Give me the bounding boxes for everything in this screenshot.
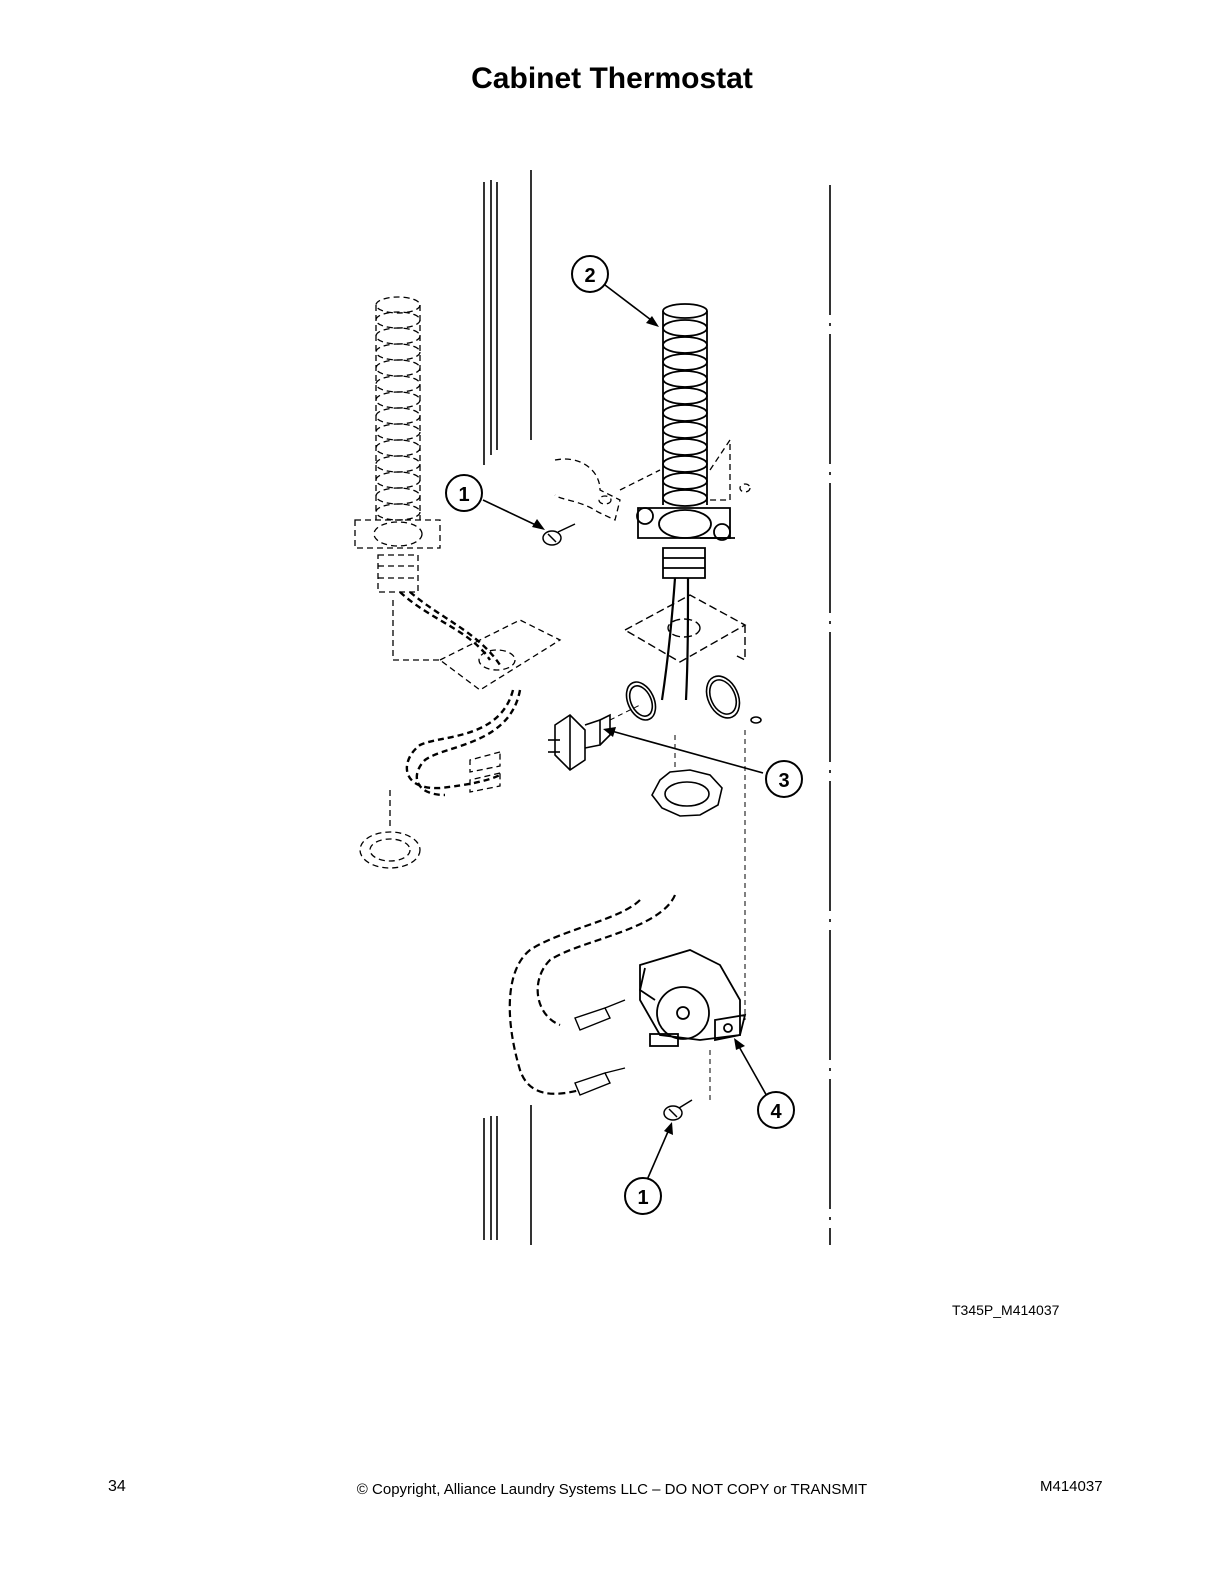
lock-nut: [651, 769, 723, 817]
screw-upper: [542, 523, 576, 546]
gaskets: [625, 675, 762, 724]
callout-item-1-lower: 1: [624, 1177, 662, 1215]
copyright-notice: © Copyright, Alliance Laundry Systems LL…: [356, 1481, 868, 1498]
ghost-thermostat-assembly: [354, 296, 562, 869]
svg-text:1: 1: [458, 484, 469, 506]
callout-item-4: 4: [757, 1091, 795, 1129]
document-number: M414037: [1040, 1478, 1103, 1495]
screw-lower: [663, 1099, 693, 1121]
assembly-guide-lines: [609, 704, 746, 1100]
svg-text:3: 3: [778, 770, 789, 792]
mounting-clip: [554, 437, 751, 521]
page-title: Cabinet Thermostat: [471, 62, 753, 95]
switch-wires: [508, 894, 677, 1095]
svg-text:4: 4: [770, 1101, 782, 1123]
thermostat-switch: [638, 949, 747, 1047]
figure-id: T345P_M414037: [952, 1302, 1060, 1318]
exploded-parts-diagram: 1 2 3 4 1: [354, 170, 831, 1245]
callout-leaders: [482, 284, 769, 1181]
svg-text:2: 2: [584, 265, 595, 287]
wire-terminals: [574, 999, 626, 1096]
sensor-tube: [636, 303, 735, 701]
callout-item-1-upper: 1: [445, 474, 483, 512]
bracket-plate: [623, 594, 747, 663]
callout-item-2: 2: [571, 255, 609, 293]
page-number: 34: [108, 1478, 126, 1495]
cabinet-frame-lines: [483, 170, 831, 1245]
svg-text:1: 1: [637, 1187, 648, 1209]
callout-item-3: 3: [765, 760, 803, 798]
plug-connector: [548, 713, 611, 772]
